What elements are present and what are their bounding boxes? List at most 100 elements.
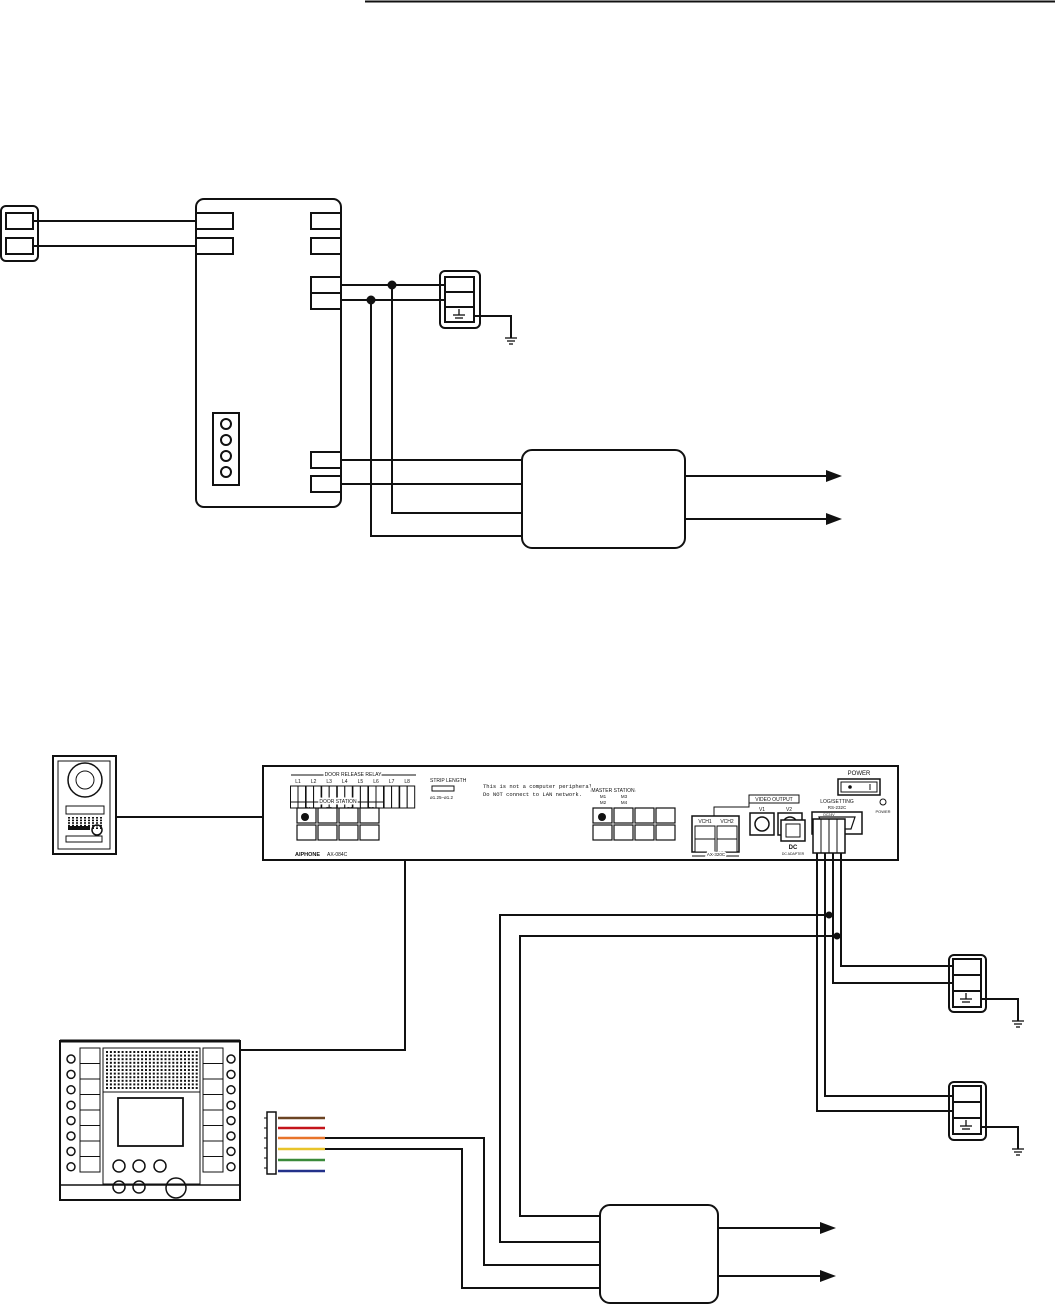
relay-terminal[interactable] [305, 785, 315, 809]
grille-dot [172, 1076, 175, 1079]
door-release-relay-label: DOOR RELEASE RELAY [325, 772, 383, 778]
grille-dot [72, 824, 74, 827]
door-station-terminal[interactable] [317, 824, 338, 841]
grille-dot [133, 1076, 136, 1079]
grille-dot [156, 1072, 159, 1075]
grille-dot [172, 1069, 175, 1071]
grille-dot [164, 1054, 167, 1057]
grille-dot [121, 1061, 124, 1064]
master-station-terminal-label: M1 [600, 794, 607, 799]
grille-dot [129, 1079, 132, 1082]
strip-length-label: STRIP LENGTH [430, 778, 467, 784]
grille-dot [96, 827, 98, 829]
grille-dot [184, 1058, 186, 1061]
grille-dot [156, 1065, 159, 1068]
grille-dot [168, 1051, 171, 1053]
relay-terminal[interactable] [290, 785, 299, 809]
grille-dot [96, 822, 98, 824]
grille-dot [129, 1061, 132, 1064]
master-station-terminal[interactable] [613, 824, 634, 841]
relay-terminal[interactable] [375, 785, 384, 809]
master-station-terminal[interactable] [613, 807, 634, 824]
grille-dot [125, 1069, 128, 1071]
indicator-led [226, 1100, 236, 1110]
master-station-terminal[interactable] [655, 824, 676, 841]
door-station-terminal[interactable] [338, 807, 359, 824]
grille-dot [68, 819, 70, 822]
option-label: AX-320C [707, 852, 726, 857]
grille-dot [109, 1051, 112, 1053]
grille-dot [164, 1076, 167, 1079]
grille-dot [125, 1065, 128, 1068]
grille-dot [117, 1072, 120, 1075]
master-station-terminal[interactable] [592, 824, 613, 841]
grille-dot [106, 1065, 108, 1068]
grille-dot [100, 822, 102, 824]
grille-dot [160, 1051, 163, 1053]
grille-dot [145, 1083, 147, 1086]
grille-dot [152, 1058, 155, 1061]
grille-dot [160, 1083, 163, 1086]
relay-terminal[interactable] [359, 785, 369, 809]
grille-dot [129, 1083, 132, 1086]
grille-dot [109, 1058, 112, 1061]
grille-dot [195, 1058, 198, 1061]
relay-terminal-label: L3 [326, 779, 332, 785]
grille-dot [164, 1051, 167, 1053]
grille-dot [152, 1069, 155, 1071]
grille-dot [148, 1072, 151, 1075]
grille-dot [109, 1061, 112, 1064]
master-station-terminal[interactable] [634, 824, 655, 841]
relay-terminal[interactable] [368, 785, 377, 809]
grille-dot [96, 817, 98, 819]
top-main-unit [195, 198, 342, 508]
relay-terminal[interactable] [313, 785, 322, 809]
grille-dot [156, 1087, 159, 1089]
grille-dot [141, 1072, 144, 1075]
relay-terminal[interactable] [399, 785, 408, 809]
grille-dot [113, 1058, 116, 1061]
grille-dot [195, 1072, 198, 1075]
relay-terminal-label: L1 [295, 779, 301, 785]
bottom-outlet-1 [948, 954, 1024, 1028]
door-station-terminal[interactable] [296, 824, 317, 841]
arrow-icon [820, 1270, 836, 1282]
master-station-terminal-label: M4 [621, 800, 628, 805]
door-station-terminal[interactable] [317, 807, 338, 824]
door-station-terminal[interactable] [359, 824, 380, 841]
bottom-outlet-2 [948, 1081, 1024, 1156]
relay-terminal[interactable] [406, 785, 416, 809]
grille-dot [137, 1072, 140, 1075]
grille-dot [180, 1058, 183, 1061]
grille-dot [191, 1069, 194, 1071]
relay-terminal[interactable] [297, 785, 306, 809]
indicator-led [66, 1146, 76, 1157]
relay-terminal[interactable] [391, 785, 400, 809]
grille-dot [125, 1051, 128, 1053]
door-station-terminal[interactable] [359, 807, 380, 824]
arrow-icon [826, 513, 842, 525]
master-station-terminal[interactable] [655, 807, 676, 824]
master-station-terminal[interactable] [634, 807, 655, 824]
grille-dot [176, 1065, 179, 1068]
v1-label: V1 [759, 807, 765, 813]
vch2-label: VCH2 [720, 819, 734, 825]
grille-dot [172, 1054, 175, 1057]
door-station-terminal[interactable] [338, 824, 359, 841]
grille-dot [84, 824, 86, 827]
indicator-led [226, 1115, 236, 1126]
grille-dot [121, 1083, 124, 1086]
grille-dot [187, 1069, 190, 1071]
relay-terminal-label: L8 [404, 779, 410, 785]
grille-dot [145, 1054, 147, 1057]
grille-dot [168, 1079, 171, 1082]
relay-terminal[interactable] [383, 785, 393, 809]
grille-dot [172, 1065, 175, 1068]
grille-dot [137, 1069, 140, 1071]
grille-dot [133, 1051, 136, 1053]
grille-dot [106, 1061, 108, 1064]
grille-dot [152, 1061, 155, 1064]
grille-dot [145, 1076, 147, 1079]
indicator-led [66, 1131, 76, 1141]
